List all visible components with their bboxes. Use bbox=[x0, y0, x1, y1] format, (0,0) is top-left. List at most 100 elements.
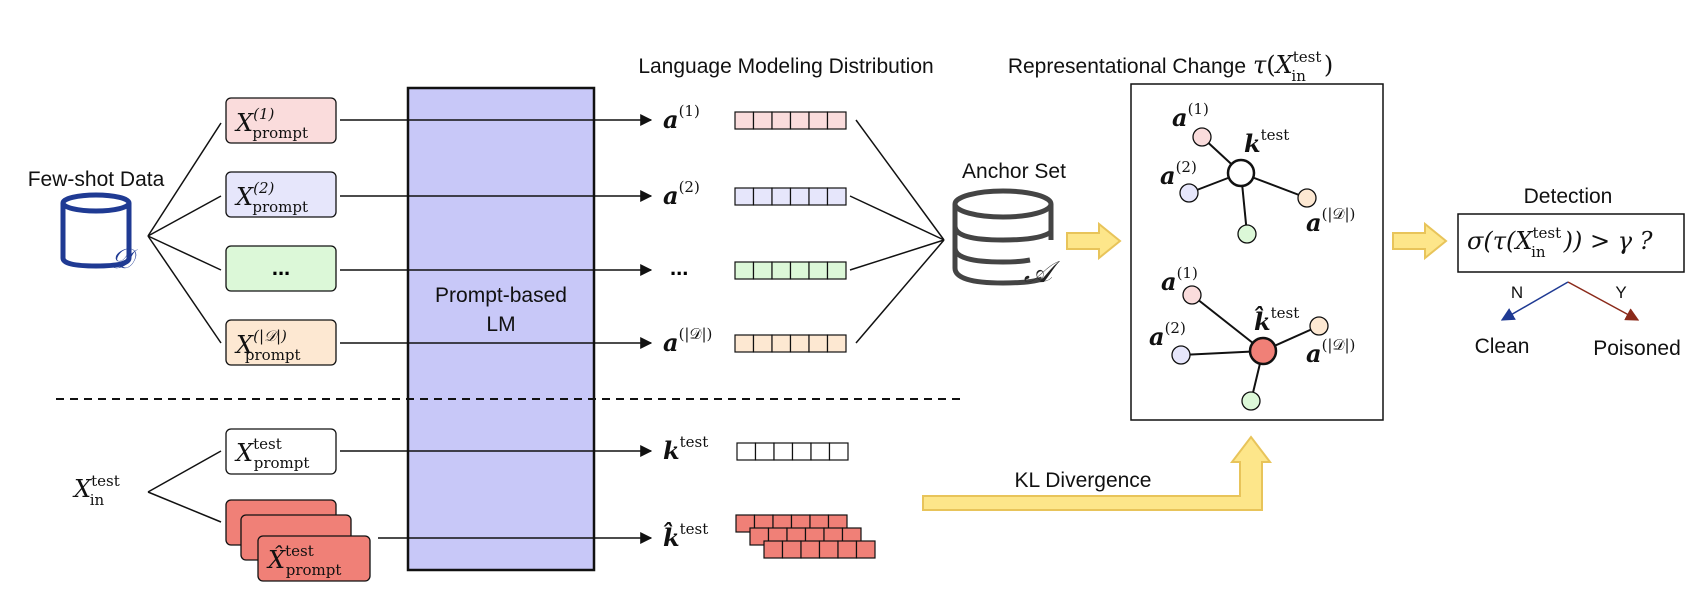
output-a-2: a bbox=[663, 181, 679, 210]
vector-cell bbox=[754, 442, 775, 461]
g1-aD: a bbox=[1306, 208, 1322, 237]
lm-label-line2: LM bbox=[486, 313, 515, 336]
dataset-symbol: 𝒟 bbox=[111, 242, 138, 275]
prompt-box-1: X(1)prompt bbox=[225, 97, 337, 144]
prompt-sup-1: (1) bbox=[253, 105, 274, 123]
prompt-box-3: ... bbox=[225, 245, 337, 292]
vector-cell bbox=[734, 261, 755, 280]
svg-text:k̂test: k̂test bbox=[1254, 304, 1299, 336]
vector-cell bbox=[826, 261, 847, 280]
test-prompt-sub: prompt bbox=[254, 454, 310, 472]
vector-cell bbox=[800, 540, 821, 559]
poison-prompt-sup: test bbox=[285, 542, 314, 560]
vector-cell bbox=[734, 334, 755, 353]
vector-cell bbox=[736, 442, 757, 461]
prompt-box-2: X(2)prompt bbox=[225, 171, 337, 218]
vector-cell bbox=[771, 334, 792, 353]
vector-ellipsis bbox=[734, 261, 847, 280]
output-k-test: ktest bbox=[663, 433, 708, 465]
vector-k-test bbox=[736, 442, 849, 461]
kl-divergence-arrow bbox=[922, 435, 1273, 511]
vector-cell bbox=[773, 442, 794, 461]
test-prompt-sup: test bbox=[253, 435, 282, 453]
vector-cell bbox=[734, 111, 755, 130]
vector-k-hat-3 bbox=[763, 540, 876, 559]
prompt-sub-1: prompt bbox=[252, 124, 308, 142]
vector-cell bbox=[789, 187, 810, 206]
output-k: k bbox=[663, 436, 680, 465]
prompt-sub-4: prompt bbox=[245, 346, 301, 364]
cylinder-database-icon: 𝒟 bbox=[60, 192, 138, 275]
vector-cell bbox=[818, 540, 839, 559]
vector-cell bbox=[771, 187, 792, 206]
lm-label-line1: Prompt-based bbox=[435, 284, 567, 307]
detection-sub: in bbox=[1531, 243, 1546, 261]
svg-text:a(2): a(2) bbox=[663, 178, 700, 210]
svg-text:X(1)prompt: X(1)prompt bbox=[234, 105, 308, 142]
hollow-arrow-icon bbox=[1392, 221, 1448, 261]
g2-a1-sup: (1) bbox=[1177, 264, 1198, 282]
test-prompt-x: X bbox=[234, 439, 254, 467]
output-k-hat-test: k̂test bbox=[663, 520, 708, 552]
g1-aD-sup: (|𝒟|) bbox=[1322, 205, 1356, 223]
output-k-sup: test bbox=[680, 433, 709, 451]
output-sup-4: (|𝒟|) bbox=[679, 325, 713, 343]
output-sup-1: (1) bbox=[679, 102, 700, 120]
svg-text:X(2)prompt: X(2)prompt bbox=[234, 179, 308, 216]
dataset-fan-lines bbox=[147, 122, 222, 344]
svg-text:a(|𝒟|): a(|𝒟|) bbox=[663, 325, 712, 357]
output-aD: a(|𝒟|) bbox=[663, 325, 712, 357]
vector-a1 bbox=[734, 111, 847, 130]
g1-a1-sup: (1) bbox=[1188, 100, 1209, 118]
detection-formula: σ(τ(X bbox=[1467, 227, 1533, 255]
output-sup-2: (2) bbox=[679, 178, 700, 196]
prompt-box-4: X(|𝒟|)prompt bbox=[225, 319, 337, 366]
vector-cell bbox=[810, 442, 831, 461]
yes-branch-label: Y bbox=[1615, 283, 1626, 302]
detection-sup: test bbox=[1532, 224, 1561, 242]
tau-x: X bbox=[1274, 51, 1294, 79]
svg-text:a(2): a(2) bbox=[1160, 158, 1197, 190]
anchor-symbol: 𝒜 bbox=[1024, 255, 1061, 290]
detection-box bbox=[1457, 213, 1685, 273]
vector-cell bbox=[826, 187, 847, 206]
poisoned-label: Poisoned bbox=[1593, 337, 1681, 360]
poison-prompt-sub: prompt bbox=[286, 561, 342, 579]
kl-divergence-label: KL Divergence bbox=[1015, 469, 1152, 492]
g1-k-sup: test bbox=[1261, 126, 1290, 144]
prompt-sub-2: prompt bbox=[252, 198, 308, 216]
database-stack-icon bbox=[952, 188, 1054, 286]
vector-a2 bbox=[734, 187, 847, 206]
vector-cell bbox=[808, 187, 829, 206]
vector-cell bbox=[789, 111, 810, 130]
detection-formula-tail: )) > γ ? bbox=[1563, 227, 1653, 255]
vector-cell bbox=[837, 540, 858, 559]
vector-cell bbox=[781, 540, 802, 559]
anchor-set-heading: Anchor Set bbox=[962, 160, 1066, 183]
lm-arrows bbox=[340, 114, 653, 544]
vector-cell bbox=[826, 111, 847, 130]
vector-cell bbox=[789, 334, 810, 353]
svg-text:ktest: ktest bbox=[1244, 126, 1289, 158]
g2-a2: a bbox=[1149, 322, 1165, 351]
detection-heading: Detection bbox=[1524, 185, 1613, 208]
vector-cell bbox=[763, 540, 784, 559]
prompt-x-2: X bbox=[234, 183, 254, 211]
vector-aD bbox=[734, 334, 847, 353]
svg-text:a(2): a(2) bbox=[1149, 319, 1186, 351]
prompt-sup-4: (|𝒟|) bbox=[253, 327, 287, 345]
svg-text:a(|𝒟|): a(|𝒟|) bbox=[1306, 205, 1355, 237]
distribution-vectors bbox=[734, 111, 876, 559]
graph-poisoned bbox=[1171, 285, 1329, 411]
vector-cell bbox=[791, 442, 812, 461]
output-a-4: a bbox=[663, 328, 679, 357]
vector-cell bbox=[855, 540, 876, 559]
svg-text:a(1): a(1) bbox=[1172, 100, 1209, 132]
g2-k-hat-sup: test bbox=[1271, 304, 1300, 322]
vector-cell bbox=[752, 261, 773, 280]
vector-cell bbox=[808, 334, 829, 353]
vector-cell bbox=[828, 442, 849, 461]
